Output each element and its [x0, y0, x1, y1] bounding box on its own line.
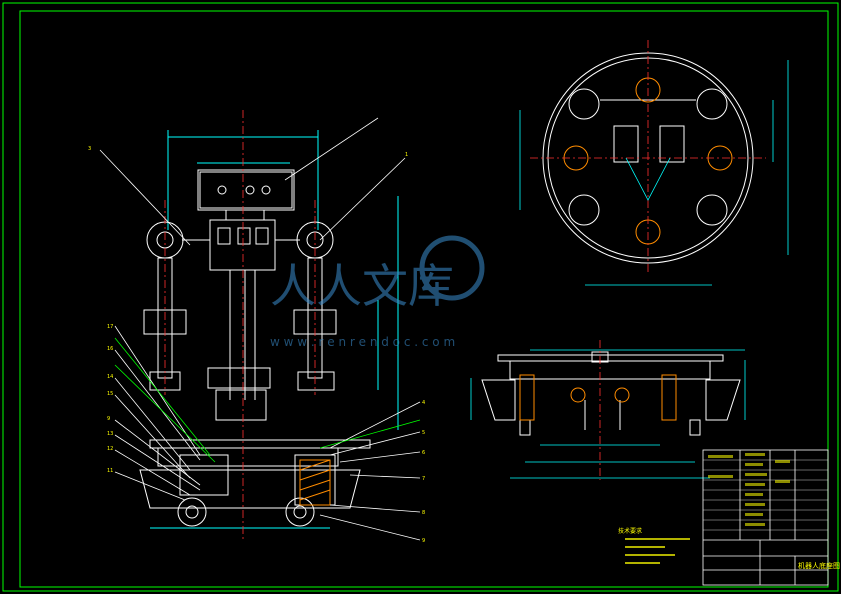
watermark: 人人文库 w w w . r e n r e n d o c . c o m — [270, 235, 485, 349]
plan-view-dimensions — [519, 60, 789, 286]
title-block-rows — [703, 459, 828, 531]
leader-lines — [99, 117, 421, 541]
part-label: 14 — [107, 374, 113, 380]
part-label: 8 — [422, 510, 425, 516]
part-label: 9 — [107, 416, 110, 422]
title-block-text-fill — [708, 453, 790, 526]
part-labels-left: 17 16 14 15 9 13 12 11 — [107, 324, 113, 474]
part-label: 1 — [405, 152, 408, 158]
part-label: 9 — [422, 538, 425, 544]
part-label: 4 — [422, 400, 425, 406]
tech-requirements-lines — [625, 538, 690, 564]
title-block — [702, 449, 829, 586]
tech-requirements-title: 技术要求 — [618, 527, 642, 535]
part-label: 6 — [422, 450, 425, 456]
front-view-hatch — [299, 459, 331, 506]
part-label: 12 — [107, 446, 113, 452]
inner-border — [19, 10, 829, 588]
plan-view-centerlines — [530, 40, 766, 275]
part-label: 11 — [107, 468, 113, 474]
leader-lines-green — [114, 337, 421, 463]
part-label: 15 — [107, 391, 113, 397]
watermark-brand: 人人文库 — [270, 259, 454, 313]
part-label: 17 — [107, 324, 113, 330]
watermark-url: w w w . r e n r e n d o c . c o m — [270, 335, 455, 349]
title-block-drawing-name: 机器人底座图 — [798, 561, 840, 570]
part-label: 16 — [107, 346, 113, 352]
section-view-dimensions — [470, 349, 746, 479]
watermark-logo-icon — [419, 235, 485, 301]
part-labels-right: 4 5 6 7 8 9 — [422, 400, 425, 544]
section-view — [481, 351, 741, 436]
section-view-hatch — [519, 374, 677, 421]
part-label: 7 — [422, 476, 425, 482]
part-label: 3 — [88, 146, 91, 152]
part-labels-top: 3 1 — [88, 146, 408, 158]
front-view-centerlines — [164, 110, 316, 540]
part-label: 13 — [107, 431, 113, 437]
part-label: 5 — [422, 430, 425, 436]
